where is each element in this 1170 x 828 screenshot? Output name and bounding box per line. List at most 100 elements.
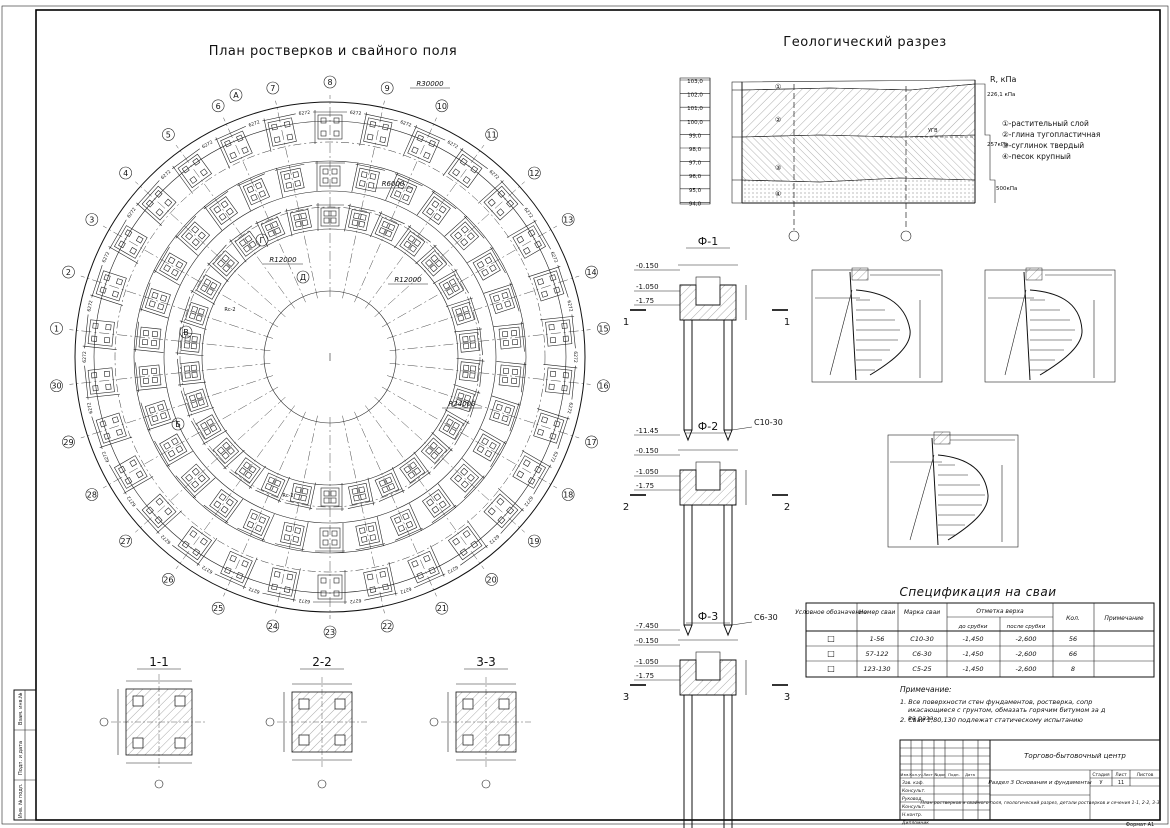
grillage-outline — [545, 319, 573, 347]
grillage-outline — [459, 361, 480, 382]
grillage — [422, 483, 457, 524]
cut-label: 2 — [784, 502, 790, 513]
dimension-label: 6272 — [446, 564, 459, 575]
ring-bubble-label: Д — [300, 273, 306, 282]
pile — [452, 421, 460, 430]
dim-line — [454, 268, 469, 294]
dim-line — [191, 268, 206, 294]
pile — [461, 305, 469, 313]
dim-line — [229, 239, 247, 263]
pile — [322, 168, 329, 175]
pile — [191, 238, 200, 247]
pile — [429, 264, 438, 273]
dim-line — [248, 465, 266, 489]
dim-line — [172, 544, 200, 566]
stamp-role: Н.контр. — [902, 812, 922, 818]
spec-cell-after: -2,600 — [1016, 635, 1037, 643]
dim-line — [442, 148, 464, 177]
pile — [267, 476, 275, 484]
grillage — [133, 321, 164, 353]
grillage-outline — [320, 207, 340, 227]
grillage-body — [679, 659, 737, 696]
pile — [185, 232, 194, 241]
pile — [148, 300, 156, 308]
axis-bubble — [435, 601, 449, 615]
radial-axis — [354, 411, 437, 597]
pile — [502, 367, 510, 375]
axis-bubble-small — [429, 717, 439, 727]
axis-bubble-label: 15 — [598, 324, 608, 333]
grillage — [444, 215, 485, 251]
spec-cell-before: -1,450 — [963, 635, 984, 643]
axis-bubble — [62, 265, 75, 279]
grillage-outline — [438, 274, 464, 300]
dim-line — [376, 516, 384, 547]
radial-axis — [342, 100, 385, 299]
pile — [430, 254, 439, 263]
grillage-outline — [483, 493, 519, 529]
dim-line — [498, 488, 524, 512]
grillage — [316, 203, 344, 231]
pile — [323, 490, 330, 497]
pile — [218, 212, 227, 221]
grillage-outline — [448, 153, 483, 189]
dim-line — [456, 357, 485, 362]
pile — [537, 428, 545, 436]
dim-line — [533, 219, 551, 250]
grillage — [140, 399, 177, 432]
dim-line — [543, 364, 578, 369]
column-socket — [695, 651, 721, 681]
pile — [413, 239, 422, 247]
axis-bubble-label: 2 — [66, 268, 71, 277]
axis-bubble — [597, 321, 610, 335]
pile — [464, 394, 472, 402]
radius-label: R12000 — [394, 276, 422, 284]
pile — [385, 476, 393, 484]
dim-line — [433, 448, 453, 470]
pile — [213, 205, 222, 214]
dim-line — [490, 246, 506, 274]
grillage — [374, 467, 405, 502]
radial-axis — [389, 363, 591, 385]
pile — [469, 335, 476, 342]
geo-title: Геологический разрез — [783, 35, 946, 50]
pile — [429, 441, 438, 450]
pile — [105, 383, 112, 390]
dim-line — [263, 118, 272, 152]
pile — [497, 516, 506, 525]
grillage-outline — [159, 252, 188, 281]
grillage — [316, 483, 344, 511]
dim-line — [479, 358, 483, 387]
grillage-outline — [533, 270, 565, 302]
dim-line — [91, 265, 103, 298]
elevation-label: 97,0 — [689, 161, 702, 167]
dim-line — [355, 163, 386, 171]
borehole-marker — [900, 230, 912, 242]
grillage-outline — [317, 574, 343, 600]
pile — [497, 189, 506, 198]
pile — [229, 151, 237, 160]
grillage-outline — [177, 525, 212, 561]
pile — [99, 286, 107, 294]
pile — [461, 401, 469, 409]
pile — [466, 232, 475, 241]
radial-axis — [386, 375, 580, 439]
dim-line — [480, 428, 507, 445]
pile — [181, 540, 190, 549]
pile — [430, 451, 439, 460]
pile — [167, 449, 176, 458]
pile — [293, 214, 301, 221]
pile — [191, 467, 200, 476]
radial-axis — [342, 415, 385, 614]
axis-bubble — [528, 166, 541, 180]
radial-axis — [275, 415, 318, 614]
dim-line — [192, 477, 216, 499]
layer-3 — [741, 134, 976, 183]
r-value-3: 500кПа — [996, 186, 1017, 192]
grillage — [449, 458, 485, 499]
grillage-outline — [260, 472, 286, 498]
pile — [243, 244, 251, 253]
dim-line — [454, 328, 482, 333]
grillage-outline — [348, 482, 371, 505]
pile — [197, 398, 205, 407]
